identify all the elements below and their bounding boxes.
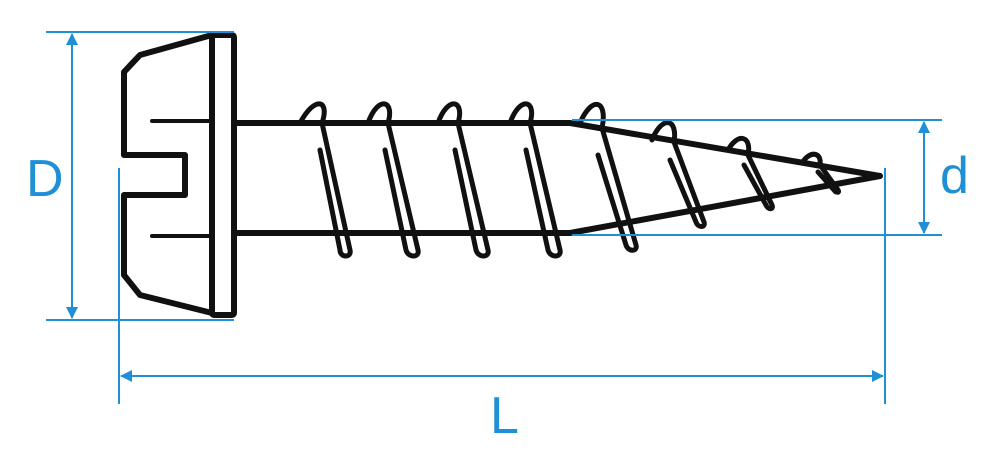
thread-diameter-label: d <box>940 147 969 205</box>
dimension-lines <box>46 31 942 404</box>
screw-threads <box>297 101 841 259</box>
washer-flange <box>209 32 237 318</box>
head-diameter-label: D <box>26 150 64 208</box>
length-label: L <box>490 387 519 445</box>
screw-head <box>121 32 215 316</box>
screw-drawing <box>121 32 883 318</box>
